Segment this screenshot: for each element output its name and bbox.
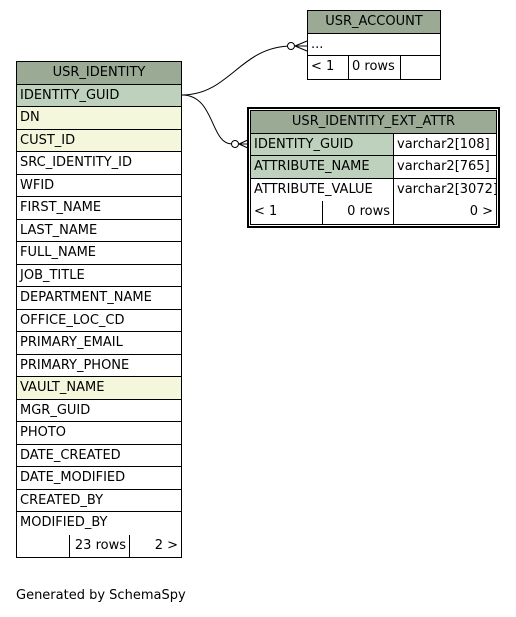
children-count[interactable]	[401, 56, 440, 79]
table-usr-account[interactable]: USR_ACCOUNT ... < 1 0 rows	[307, 10, 441, 80]
column-row[interactable]: FIRST_NAME	[17, 197, 181, 220]
column-row[interactable]: PRIMARY_PHONE	[17, 354, 181, 377]
column-row[interactable]: DATE_MODIFIED	[17, 467, 181, 490]
table-title[interactable]: USR_ACCOUNT	[308, 11, 440, 34]
column-row[interactable]: DATE_CREATED	[17, 444, 181, 467]
table-footer: 23 rows 2 >	[17, 534, 181, 557]
column-row[interactable]: JOB_TITLE	[17, 264, 181, 287]
table-footer: < 1 0 rows 0 >	[251, 201, 496, 224]
column-row[interactable]: MGR_GUID	[17, 399, 181, 422]
crowfoot-usr-account	[294, 40, 308, 52]
column-row[interactable]: PHOTO	[17, 422, 181, 445]
row-count: 0 rows	[349, 56, 401, 79]
crowfoot-usr-identity-ext-attr	[238, 138, 251, 150]
column-type: varchar2[3072]	[394, 178, 496, 201]
row-count: 0 rows	[323, 201, 394, 224]
crowfoot-circle-usr-account	[287, 42, 295, 50]
column-name: ATTRIBUTE_VALUE	[251, 178, 394, 201]
column-row[interactable]: CREATED_BY	[17, 489, 181, 512]
row-count: 23 rows	[70, 534, 130, 557]
column-name: IDENTITY_GUID	[251, 133, 394, 155]
column-type: varchar2[108]	[394, 133, 496, 155]
generated-by-label: Generated by SchemaSpy	[16, 588, 186, 603]
column-row[interactable]: IDENTITY_GUID	[17, 84, 181, 107]
column-name: ATTRIBUTE_NAME	[251, 156, 394, 178]
column-row[interactable]: OFFICE_LOC_CD	[17, 309, 181, 332]
column-row[interactable]: MODIFIED_BY	[17, 512, 181, 535]
table-footer: < 1 0 rows	[308, 56, 440, 79]
column-row[interactable]: WFID	[17, 174, 181, 197]
column-row[interactable]: DEPARTMENT_NAME	[17, 287, 181, 310]
column-type: varchar2[765]	[394, 156, 496, 178]
table-title[interactable]: USR_IDENTITY_EXT_ATTR	[251, 111, 496, 134]
column-row[interactable]: PRIMARY_EMAIL	[17, 332, 181, 355]
children-count[interactable]: 2 >	[154, 537, 178, 553]
parents-count[interactable]: < 1	[251, 201, 323, 224]
relationship-line-usr-account[interactable]	[181, 45, 293, 96]
crowfoot-circle-usr-identity-ext-attr	[231, 140, 239, 148]
column-row[interactable]: VAULT_NAME	[17, 377, 181, 400]
parents-count[interactable]	[17, 534, 70, 557]
column-row[interactable]: FULL_NAME	[17, 242, 181, 265]
column-row[interactable]: DN	[17, 107, 181, 130]
parents-count[interactable]: < 1	[308, 56, 349, 79]
children-count[interactable]: 0 >	[469, 204, 493, 219]
relationship-line-usr-identity-ext-attr[interactable]	[181, 94, 233, 145]
table-title[interactable]: USR_IDENTITY	[17, 62, 181, 85]
column-row[interactable]: LAST_NAME	[17, 219, 181, 242]
column-row[interactable]: CUST_ID	[17, 129, 181, 152]
column-ellipsis: ...	[308, 33, 440, 56]
column-row[interactable]: SRC_IDENTITY_ID	[17, 152, 181, 175]
